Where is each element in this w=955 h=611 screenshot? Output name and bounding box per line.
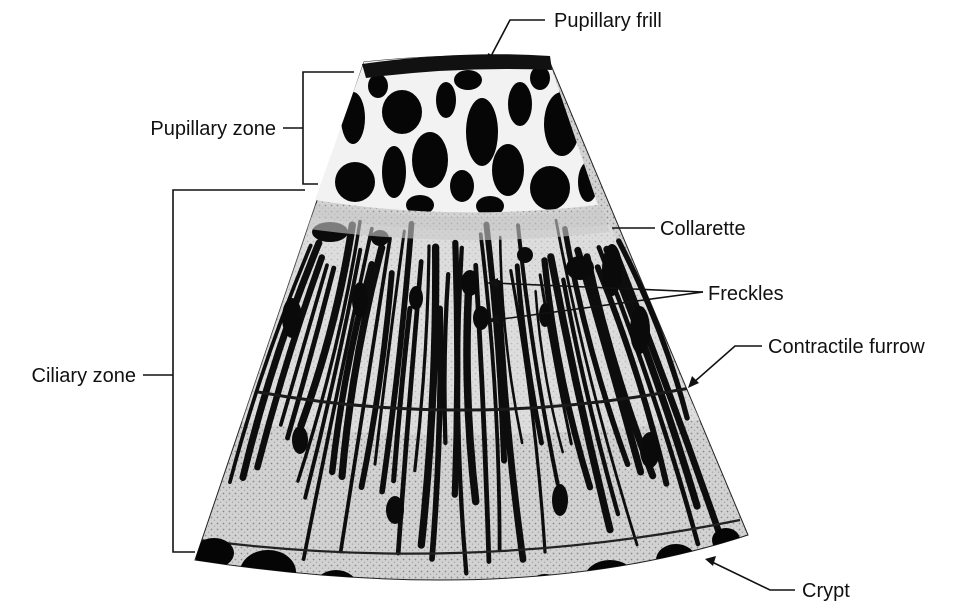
contractile-furrow-arrowhead	[688, 376, 699, 388]
pigment-spot	[282, 298, 302, 338]
contractile-furrow-leader	[693, 346, 762, 383]
pigment-spot	[640, 432, 660, 468]
label-pupillary-zone: Pupillary zone	[150, 118, 276, 140]
label-freckles: Freckles	[708, 283, 784, 305]
pigment-spot	[409, 286, 423, 310]
pupillary-frill-leader	[490, 20, 545, 58]
label-collarette: Collarette	[660, 218, 746, 240]
label-contractile-furrow: Contractile furrow	[768, 336, 925, 358]
crypt-leader	[712, 562, 795, 590]
pigment-spot	[539, 303, 551, 327]
pigment-spot	[386, 496, 404, 524]
pigment-spot	[517, 247, 533, 263]
pigment-spot	[552, 484, 568, 516]
pigment-spot	[566, 256, 594, 280]
pigment-spot	[461, 270, 479, 296]
pigment-spot	[630, 306, 650, 354]
pigment-spot	[473, 306, 489, 330]
pigment-spot	[292, 426, 308, 454]
label-crypt: Crypt	[802, 580, 850, 602]
label-ciliary-zone: Ciliary zone	[32, 365, 136, 387]
crypt-arrowhead	[705, 556, 716, 566]
pigment-spot	[352, 282, 368, 318]
label-pupillary-frill: Pupillary frill	[554, 10, 662, 32]
iris-sector	[194, 50, 748, 611]
pupillary-zone-tissue	[300, 50, 620, 230]
